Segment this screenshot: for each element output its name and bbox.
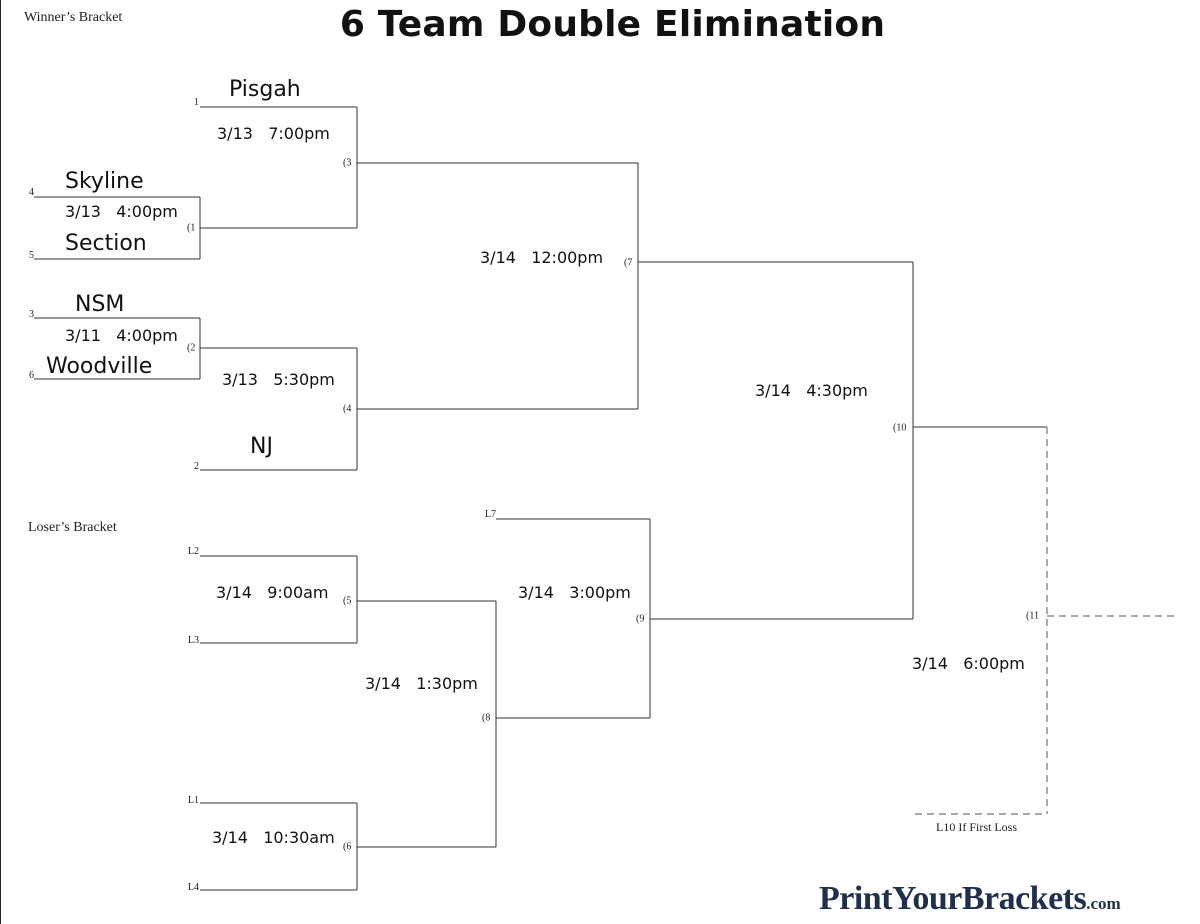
game-number-4: (4 [343,403,352,415]
game-number-10: (10 [893,422,907,434]
team-name-nj: NJ [250,434,273,459]
game-number-7: (7 [624,257,633,269]
team-name-pisgah: Pisgah [229,77,301,102]
l10-first-loss-note: L10 If First Loss [936,820,1017,834]
schedule-game-6: 3/14 10:30am [212,828,335,847]
team-name-woodville: Woodville [46,354,153,379]
game-number-11: (11 [1026,610,1039,622]
page-border [0,0,1,924]
logo-suffix-text: .com [1086,894,1121,913]
schedule-game-2: 3/11 4:00pm [65,326,178,345]
schedule-game-3: 3/13 7:00pm [217,124,330,143]
seed-label-6: 6 [29,370,34,381]
schedule-game-5: 3/14 9:00am [216,583,329,602]
team-name-section: Section [65,231,147,256]
seed-label-l1: L1 [187,795,199,806]
seed-label-5: 5 [29,250,34,261]
team-name-skyline: Skyline [65,169,144,194]
printyourbrackets-logo: PrintYourBrackets.com [819,880,1121,918]
seed-label-3: 3 [29,309,34,320]
losers-bracket-label: Loser’s Bracket [28,520,117,535]
schedule-game-9: 3/14 3:00pm [518,583,631,602]
seed-label-4: 4 [29,187,34,198]
seed-label-l3: L3 [187,635,199,646]
game-number-5: (5 [343,595,352,607]
game-number-3: (3 [343,157,352,169]
schedule-game-11: 3/14 6:00pm [912,654,1025,673]
schedule-game-1: 3/13 4:00pm [65,202,178,221]
seed-label-2: 2 [194,461,199,472]
seed-label-l7: L7 [484,509,496,520]
game-number-6: (6 [343,841,352,853]
game-number-9: (9 [636,613,645,625]
winners-bracket-label: Winner’s Bracket [24,10,123,25]
seed-label-l2: L2 [187,546,199,557]
schedule-game-7: 3/14 12:00pm [480,248,604,267]
game-number-1: (1 [187,222,196,234]
schedule-game-10: 3/14 4:30pm [755,381,868,400]
schedule-game-4: 3/13 5:30pm [222,370,335,389]
seed-label-l4: L4 [187,882,199,893]
schedule-game-8: 3/14 1:30pm [365,674,478,693]
logo-main-text: PrintYourBrackets [819,880,1087,917]
team-name-nsm: NSM [75,292,125,317]
game-number-8: (8 [482,712,491,724]
page-title: 6 Team Double Elimination [339,4,886,45]
seed-label-1: 1 [194,97,199,108]
game-number-2: (2 [187,342,196,354]
